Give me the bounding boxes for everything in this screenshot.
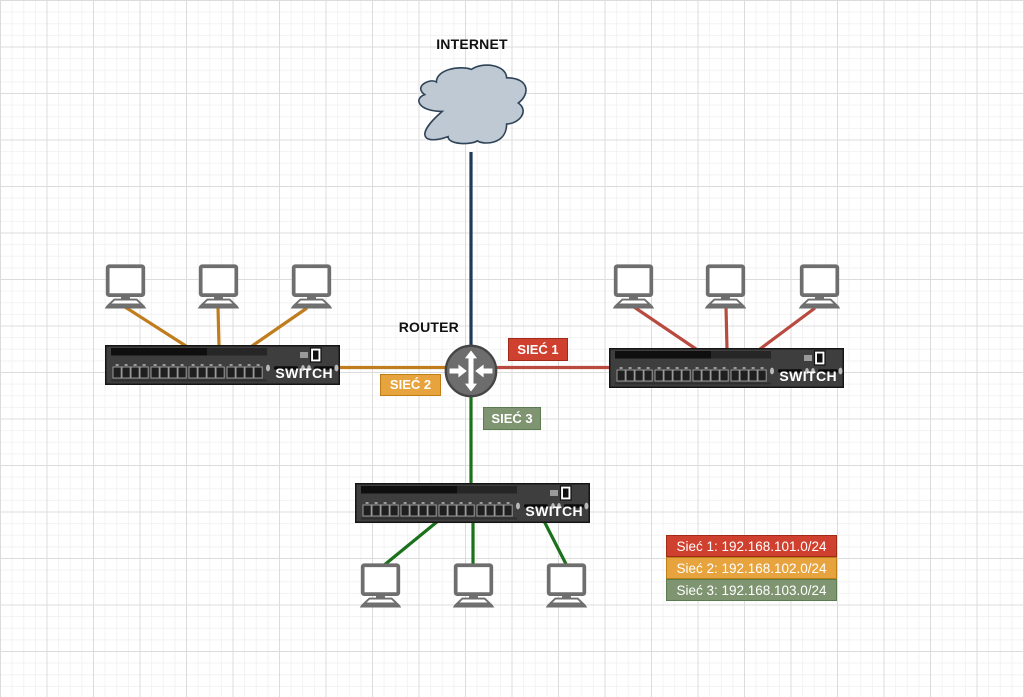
computer-icon bbox=[451, 563, 496, 609]
switch-bottom-label: SWITCH bbox=[525, 503, 583, 519]
legend-row-siec1: Sieć 1: 192.168.101.0/24 bbox=[666, 535, 837, 557]
network-badge-siec3: SIEĆ 3 bbox=[483, 407, 541, 430]
router-label: ROUTER bbox=[398, 319, 459, 335]
link-pc-switch-siec2 bbox=[251, 306, 308, 348]
computer-icon bbox=[196, 264, 241, 310]
computer-icon bbox=[544, 563, 589, 609]
link-pc-switch-siec3 bbox=[381, 519, 440, 568]
computer-icon bbox=[797, 264, 842, 310]
computer-icon bbox=[103, 264, 148, 310]
network-badge-siec2: SIEĆ 2 bbox=[380, 374, 441, 396]
network-badge-siec1: SIEĆ 1 bbox=[508, 338, 568, 361]
switch-right-label: SWITCH bbox=[779, 368, 837, 384]
link-pc-switch-siec2 bbox=[216, 306, 221, 347]
computer-icon bbox=[703, 264, 748, 310]
link-pc-switch-siec1 bbox=[759, 306, 816, 351]
computer-icon bbox=[611, 264, 656, 310]
computer-icon bbox=[289, 264, 334, 310]
legend-row-siec3: Sieć 3: 192.168.103.0/24 bbox=[666, 579, 837, 601]
legend-row-siec2: Sieć 2: 192.168.102.0/24 bbox=[666, 557, 837, 579]
internet-cloud-icon bbox=[418, 64, 527, 145]
link-pc-switch-siec1 bbox=[633, 305, 697, 351]
link-pc-switch-siec2 bbox=[124, 305, 187, 348]
internet-label: INTERNET bbox=[436, 36, 508, 52]
switch-left-label: SWITCH bbox=[275, 365, 333, 381]
link-pc-switch-siec3 bbox=[542, 520, 569, 567]
link-pc-switch-siec1 bbox=[724, 306, 729, 350]
router-icon bbox=[444, 344, 498, 398]
network-legend: Sieć 1: 192.168.101.0/24 Sieć 2: 192.168… bbox=[666, 535, 837, 601]
computer-icon bbox=[358, 563, 403, 609]
